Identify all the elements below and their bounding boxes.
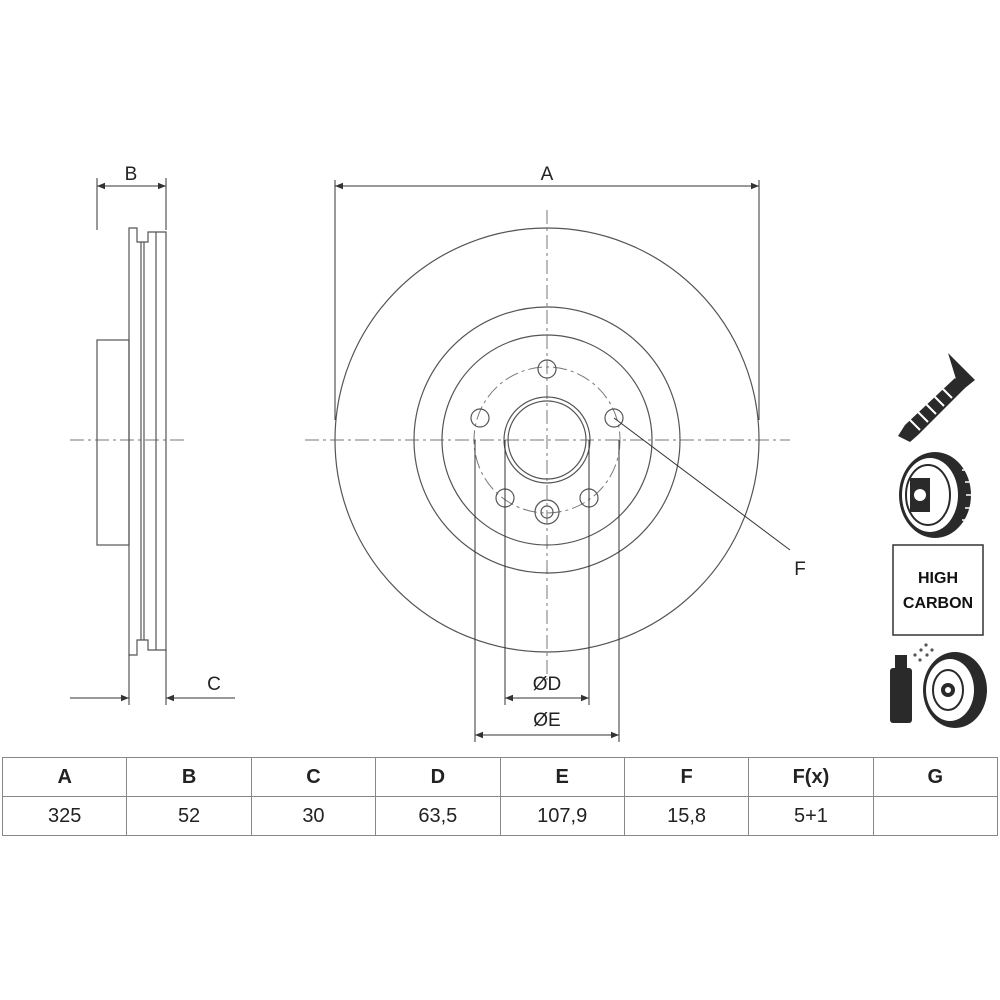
value-d: 63,5 — [375, 796, 501, 836]
dimension-label-d: ØD — [533, 674, 562, 695]
coating-spray-icon — [890, 643, 987, 728]
screw-icon — [898, 353, 975, 442]
disc-side-view: B C — [70, 164, 235, 705]
header-e: E — [499, 757, 625, 797]
header-f: F — [623, 757, 750, 797]
header-a: A — [1, 757, 128, 797]
dimension-label-b: B — [125, 164, 138, 185]
dimension-label-e: ØE — [533, 710, 560, 731]
value-c: 30 — [250, 796, 377, 836]
header-c: C — [250, 757, 377, 797]
dimension-label-a: A — [541, 164, 554, 185]
value-b: 52 — [126, 796, 252, 836]
spec-table-header-row: A B C D E F F(x) G — [1, 757, 999, 797]
technical-drawing: B C F A Ø — [70, 164, 987, 742]
value-f: 15,8 — [623, 796, 750, 836]
header-fx: F(x) — [748, 757, 874, 797]
disc-front-view: F A ØD ØE — [305, 164, 806, 742]
value-e: 107,9 — [499, 796, 625, 836]
brake-disc-icon — [899, 452, 972, 538]
value-g — [872, 796, 999, 836]
high-carbon-line2: CARBON — [903, 595, 973, 612]
value-fx: 5+1 — [748, 796, 874, 836]
header-d: D — [375, 757, 501, 797]
high-carbon-line1: HIGH — [918, 570, 958, 587]
header-b: B — [126, 757, 252, 797]
value-a: 325 — [1, 796, 128, 836]
header-g: G — [872, 757, 999, 797]
high-carbon-badge: HIGH CARBON — [892, 544, 984, 636]
spec-table: A B C D E F F(x) G 325 52 30 63,5 107,9 … — [1, 757, 999, 836]
dimension-label-c: C — [207, 674, 221, 695]
spec-table-value-row: 325 52 30 63,5 107,9 15,8 5+1 — [1, 796, 999, 836]
dimension-label-f: F — [794, 559, 806, 580]
